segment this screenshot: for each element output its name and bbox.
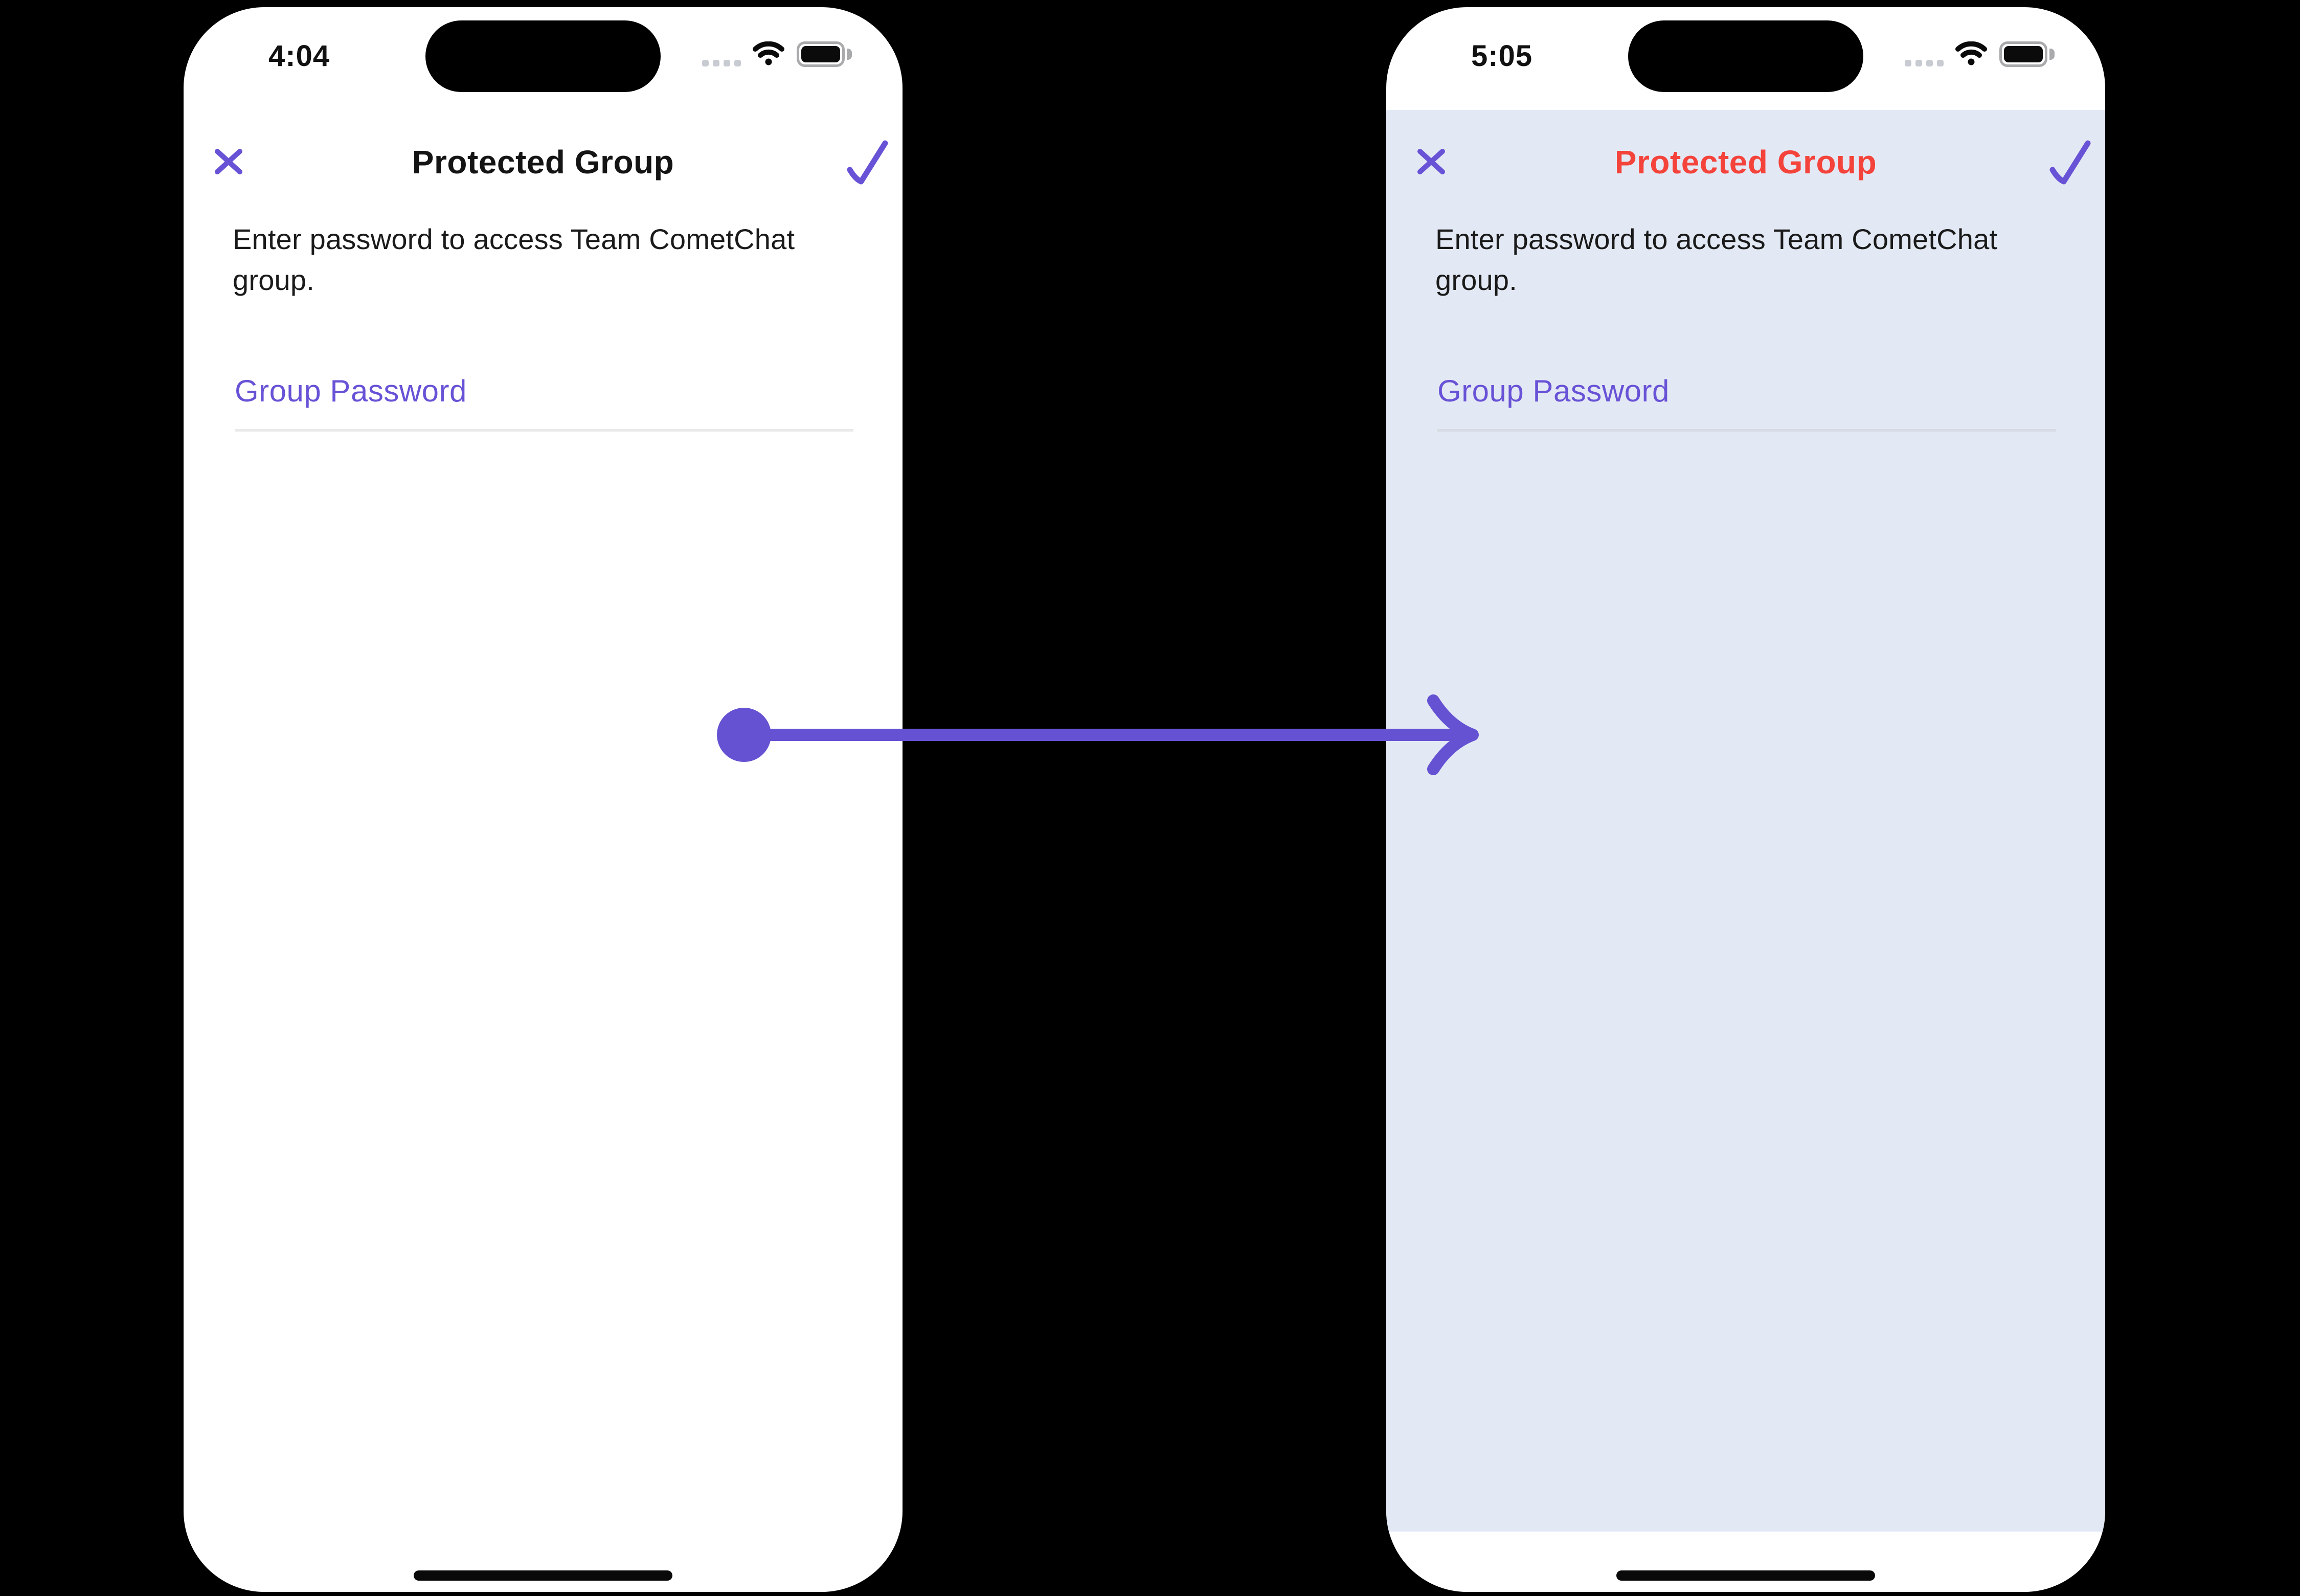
group-password-label: Group Password bbox=[235, 374, 467, 408]
wifi-icon bbox=[753, 41, 784, 65]
signal-dot bbox=[1937, 60, 1944, 66]
description-text: Enter password to access Team CometChat … bbox=[1435, 223, 1998, 296]
confirm-button[interactable] bbox=[842, 136, 893, 187]
content-panel bbox=[1386, 110, 2105, 1532]
right-phone-frame: 5:05 Protected Group Enter bbox=[1386, 7, 2105, 1592]
page-title: Protected Group bbox=[1614, 144, 1877, 181]
group-password-label: Group Password bbox=[1437, 374, 1670, 408]
close-button[interactable] bbox=[1411, 143, 1452, 182]
group-password-input[interactable] bbox=[235, 406, 853, 432]
signal-dot bbox=[1915, 60, 1922, 66]
left-phone-frame: 4:04 Protected Group Enter bbox=[184, 7, 903, 1592]
confirm-button[interactable] bbox=[2045, 136, 2096, 187]
signal-dot bbox=[1905, 60, 1911, 66]
wifi-icon bbox=[1955, 41, 1987, 65]
battery-tip bbox=[847, 49, 852, 60]
signal-dot bbox=[724, 60, 730, 66]
battery-icon bbox=[797, 41, 845, 67]
signal-dot bbox=[734, 60, 741, 66]
battery-tip bbox=[2049, 49, 2055, 60]
x-close-icon bbox=[214, 148, 243, 176]
password-field: Group Password bbox=[235, 373, 853, 440]
close-button[interactable] bbox=[208, 143, 249, 182]
status-time: 5:05 bbox=[1471, 39, 1533, 73]
status-time: 4:04 bbox=[268, 39, 330, 73]
checkmark-icon bbox=[2049, 140, 2092, 187]
x-close-icon bbox=[1417, 148, 1446, 176]
cellular-signal-dots-icon bbox=[702, 60, 741, 66]
dynamic-island bbox=[425, 20, 661, 92]
page-title: Protected Group bbox=[412, 144, 674, 181]
home-indicator bbox=[1616, 1570, 1875, 1581]
battery-icon bbox=[1999, 41, 2047, 67]
cellular-signal-dots-icon bbox=[1905, 60, 1944, 66]
transition-arrow-icon bbox=[713, 691, 1491, 778]
description-text: Enter password to access Team CometChat … bbox=[233, 223, 795, 296]
signal-dot bbox=[702, 60, 709, 66]
battery-fill bbox=[2004, 46, 2043, 62]
signal-dot bbox=[713, 60, 719, 66]
home-indicator bbox=[414, 1570, 672, 1581]
password-field: Group Password bbox=[1437, 373, 2056, 440]
dynamic-island bbox=[1628, 20, 1863, 92]
checkmark-icon bbox=[846, 140, 889, 187]
signal-dot bbox=[1926, 60, 1933, 66]
battery-fill bbox=[801, 46, 840, 62]
group-password-input[interactable] bbox=[1437, 406, 2056, 432]
